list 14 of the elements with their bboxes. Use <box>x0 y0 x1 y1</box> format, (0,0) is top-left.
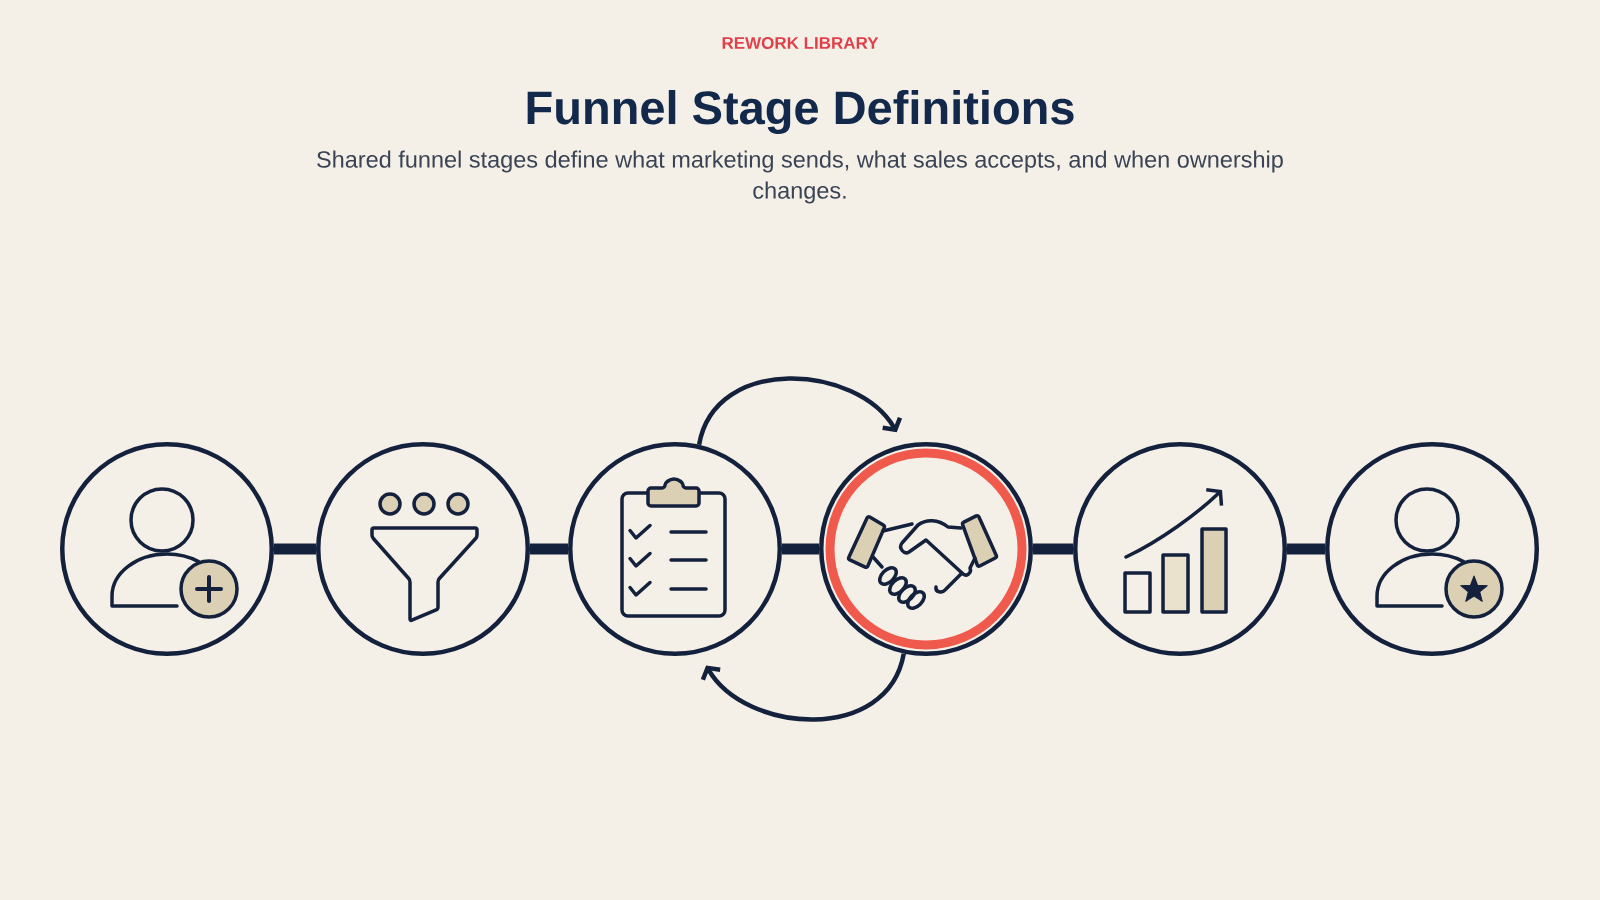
subtitle: Shared funnel stages define what marketing sends, what sales accepts, and when ownership changes. <box>317 150 1283 204</box>
stage-circle <box>316 442 530 656</box>
stage-circle <box>60 442 274 656</box>
title: Funnel Stage Definitions <box>527 90 1074 134</box>
connector-line <box>530 543 568 555</box>
connector-line <box>782 543 819 555</box>
connector-line <box>274 543 316 555</box>
connector-line <box>1287 543 1325 555</box>
eyebrow-label: REWORK LIBRARY <box>722 36 879 49</box>
connector-line <box>1033 543 1073 555</box>
curved-arrow <box>700 653 906 722</box>
stage-circle <box>1325 442 1539 656</box>
curved-arrow <box>696 376 903 446</box>
stage-circle <box>568 442 782 656</box>
